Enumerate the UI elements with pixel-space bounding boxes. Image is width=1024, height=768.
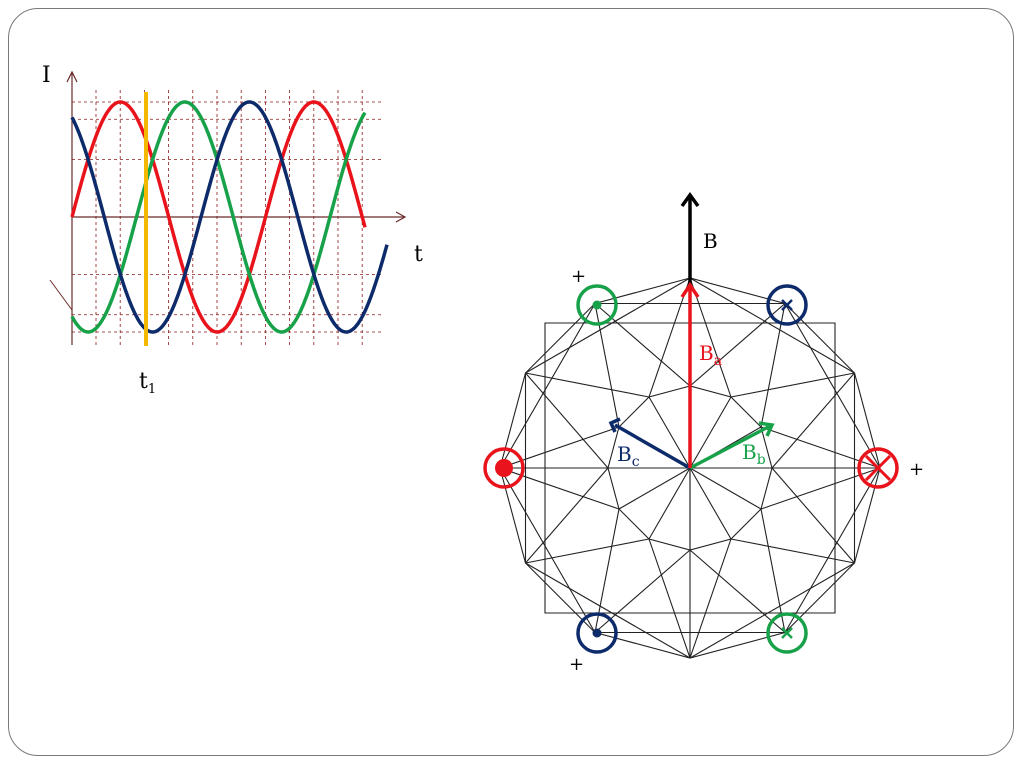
star-chord [689,562,855,659]
phase-a-current-curve [70,100,367,334]
star-chord [784,303,881,469]
connector-chord [499,467,620,510]
connector-chord [594,303,691,387]
conductor-phase-c-dot [576,612,618,654]
connector-chord [525,467,609,564]
connector-chord [771,372,855,469]
plus-sign-phase-a: + [909,459,924,480]
connector-chord [689,549,786,633]
conductor-phase-a-cross [857,447,899,489]
y-axis-arrow [66,70,78,83]
connector-chord [689,303,786,387]
connector-chord [525,538,650,564]
phase-a-field-vector [680,281,700,468]
radial-spoke [689,467,762,510]
star-chord [499,467,596,633]
connector-chord [689,277,732,398]
conductor-phase-a-dot [483,447,525,489]
stator-vector-diagram: + + + B Ba Bb Bc [483,192,924,675]
plus-sign-phase-c: + [569,654,584,675]
connector-chord [499,426,620,469]
connector-chord [760,508,786,633]
time-marker-label: t1 [139,369,156,397]
inner-frame [544,322,836,614]
plus-sign-phase-b: + [571,266,586,287]
star-chord [525,562,691,659]
axis-stub [49,279,73,311]
waveform-chart: I t t1 [42,63,423,397]
x-axis-arrow [395,211,407,223]
x-axis-label: t [414,242,423,267]
phase-c-vector-label: Bc [617,442,640,470]
y-axis-label: I [42,63,51,88]
connector-chord [730,372,855,398]
radial-spoke [648,396,691,469]
star-chord [499,303,596,469]
resultant-vector-label: B [703,229,718,253]
star-chord [525,277,691,374]
radial-spoke [689,396,732,469]
phase-a-vector-label: Ba [699,341,722,369]
conductor-phase-b-cross [766,612,808,654]
phase-c-current-curve [70,100,389,334]
connector-chord [648,277,691,398]
star-chord [784,467,881,633]
radial-spoke [618,467,691,510]
conductor-phase-c-cross [766,284,808,326]
conductor-phase-b-dot [576,284,618,326]
star-chord [689,277,855,374]
radial-spoke [689,467,732,540]
connector-chord [525,372,609,469]
connector-chord [760,467,881,510]
connector-chord [594,508,620,633]
connector-chord [648,538,691,659]
connector-chord [730,538,855,564]
connector-chord [689,538,732,659]
phase-b-vector-label: Bb [742,440,766,468]
radial-spoke [648,467,691,540]
phase-c-field-vector [608,417,691,470]
phase-b-field-vector [689,421,775,470]
connector-chord [525,372,650,398]
resultant-field-vector [680,192,700,285]
connector-chord [771,467,855,564]
connector-chord [760,426,881,469]
